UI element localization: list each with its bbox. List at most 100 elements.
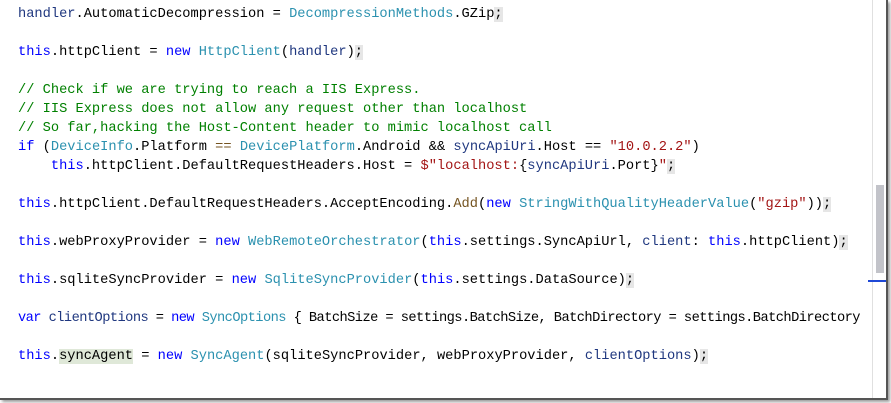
- code-line[interactable]: var clientOptions = new SyncOptions { Ba…: [18, 309, 861, 328]
- code-token: // So far,hacking the Host-Content heade…: [18, 121, 552, 136]
- code-line[interactable]: this.syncAgent = new SyncAgent(sqliteSyn…: [18, 347, 860, 366]
- code-token: this: [18, 45, 51, 60]
- code-token: $"localhost:: [420, 159, 520, 174]
- code-token: ): [691, 349, 700, 364]
- code-token: new: [231, 273, 265, 288]
- code-token: .httpClient =: [50, 45, 166, 60]
- code-token: new: [486, 197, 520, 212]
- scrollbar-thumb[interactable]: [876, 185, 884, 273]
- scrollbar-caret-marker: [868, 280, 886, 282]
- code-token: .settings.SyncApiUrl,: [461, 235, 643, 250]
- code-token: [41, 311, 49, 326]
- code-token: DeviceInfo: [50, 140, 134, 155]
- code-token: clientOptions: [48, 311, 149, 326]
- code-token: [18, 159, 51, 174]
- code-token: if: [18, 140, 35, 155]
- code-token: ;: [625, 273, 635, 288]
- code-text-area[interactable]: handler .AutomaticDecompression = Decompr…: [18, 5, 861, 366]
- code-token: this: [50, 159, 84, 174]
- code-line[interactable]: // Check if we are trying to reach a IIS…: [18, 81, 860, 100]
- code-line[interactable]: this.httpClient.DefaultRequestHeaders.Ho…: [18, 157, 860, 176]
- code-token: .AutomaticDecompression =: [75, 7, 290, 22]
- code-token: (: [420, 235, 429, 250]
- code-line[interactable]: this.webProxyProvider = new WebRemoteOrc…: [18, 233, 860, 252]
- code-line[interactable]: // So far,hacking the Host-Content heade…: [18, 119, 860, 138]
- code-token: new: [165, 45, 199, 60]
- code-line[interactable]: this.httpClient = new HttpClient(handler…: [18, 43, 860, 62]
- code-line[interactable]: this.sqliteSyncProvider = new SqliteSync…: [18, 271, 860, 290]
- code-line[interactable]: [18, 24, 860, 43]
- code-token: [232, 140, 240, 155]
- code-token: )): [806, 197, 824, 212]
- code-token: ;: [494, 7, 503, 22]
- code-token: ): [691, 140, 700, 155]
- code-token: this: [420, 273, 454, 288]
- code-line[interactable]: [18, 290, 860, 309]
- code-token: this: [18, 235, 51, 250]
- code-token: (: [478, 197, 487, 212]
- code-token: this: [18, 197, 51, 212]
- code-token: this: [18, 273, 51, 288]
- code-token: .httpClient.DefaultRequestHeaders.Accept…: [50, 197, 454, 212]
- code-token: (: [280, 45, 290, 60]
- code-token: // IIS Express does not allow any reques…: [18, 102, 528, 117]
- code-token: (: [749, 197, 758, 212]
- code-token: .httpClient): [740, 235, 840, 250]
- code-line[interactable]: [18, 214, 860, 233]
- code-line[interactable]: [18, 176, 860, 195]
- code-token: (: [34, 140, 51, 155]
- code-token: SyncAgent: [190, 349, 265, 364]
- code-token: this: [428, 235, 462, 250]
- code-token: {: [519, 159, 528, 174]
- code-token: StringWithQualityHeaderValue: [519, 197, 750, 212]
- vertical-scrollbar[interactable]: [872, 0, 886, 398]
- code-token: handler: [289, 45, 347, 60]
- code-line[interactable]: handler.AutomaticDecompression = Decompr…: [18, 5, 860, 24]
- code-token: // Check if we are trying to reach a IIS…: [18, 83, 421, 98]
- code-token: .sqliteSyncProvider =: [50, 273, 232, 288]
- code-token: this: [708, 235, 741, 250]
- code-token: { BatchSize = settings.BatchSize, BatchD…: [285, 311, 861, 326]
- code-token: .Host ==: [535, 140, 610, 155]
- code-token: new: [157, 349, 191, 364]
- code-token: .httpClient.DefaultRequestHeaders.Host =: [83, 159, 421, 174]
- code-token: syncAgent: [59, 349, 134, 364]
- code-token: ;: [823, 197, 832, 212]
- code-token: .Android &&: [354, 140, 454, 155]
- code-line[interactable]: // IIS Express does not allow any reques…: [18, 100, 860, 119]
- code-token: client: [642, 235, 692, 250]
- code-token: "10.0.2.2": [609, 140, 692, 155]
- code-token: this: [18, 349, 51, 364]
- code-token: .Port}: [609, 159, 659, 174]
- code-token: .Platform: [133, 140, 216, 155]
- code-token: .: [50, 349, 60, 364]
- code-token: WebRemoteOrchestrator: [248, 235, 421, 250]
- code-token: syncApiUri: [527, 159, 610, 174]
- code-token: ;: [354, 45, 364, 60]
- code-token: DecompressionMethods: [289, 7, 454, 22]
- code-token: ;: [699, 349, 709, 364]
- code-line[interactable]: [18, 252, 860, 271]
- code-token: .settings.DataSource): [453, 273, 626, 288]
- code-token: clientOptions: [584, 349, 692, 364]
- code-token: new: [215, 235, 248, 250]
- code-token: DevicePlatform: [239, 140, 355, 155]
- code-token: SyncOptions: [201, 311, 287, 326]
- code-token: (sqliteSyncProvider, webProxyProvider,: [264, 349, 585, 364]
- code-token: =: [133, 349, 158, 364]
- code-line[interactable]: [18, 62, 860, 81]
- code-token: :: [691, 235, 709, 250]
- code-line[interactable]: this.httpClient.DefaultRequestHeaders.Ac…: [18, 195, 860, 214]
- code-token: var: [18, 311, 42, 326]
- code-line[interactable]: if (DeviceInfo.Platform == DevicePlatfor…: [18, 138, 860, 157]
- code-token: HttpClient: [198, 45, 281, 60]
- code-token: ==: [215, 140, 232, 155]
- code-line[interactable]: [18, 328, 860, 347]
- code-token: ): [346, 45, 355, 60]
- code-token: .GZip: [453, 7, 495, 22]
- code-token: new: [171, 311, 202, 326]
- code-token: "gzip": [757, 197, 807, 212]
- code-token: =: [148, 311, 172, 326]
- code-token: SqliteSyncProvider: [264, 273, 413, 288]
